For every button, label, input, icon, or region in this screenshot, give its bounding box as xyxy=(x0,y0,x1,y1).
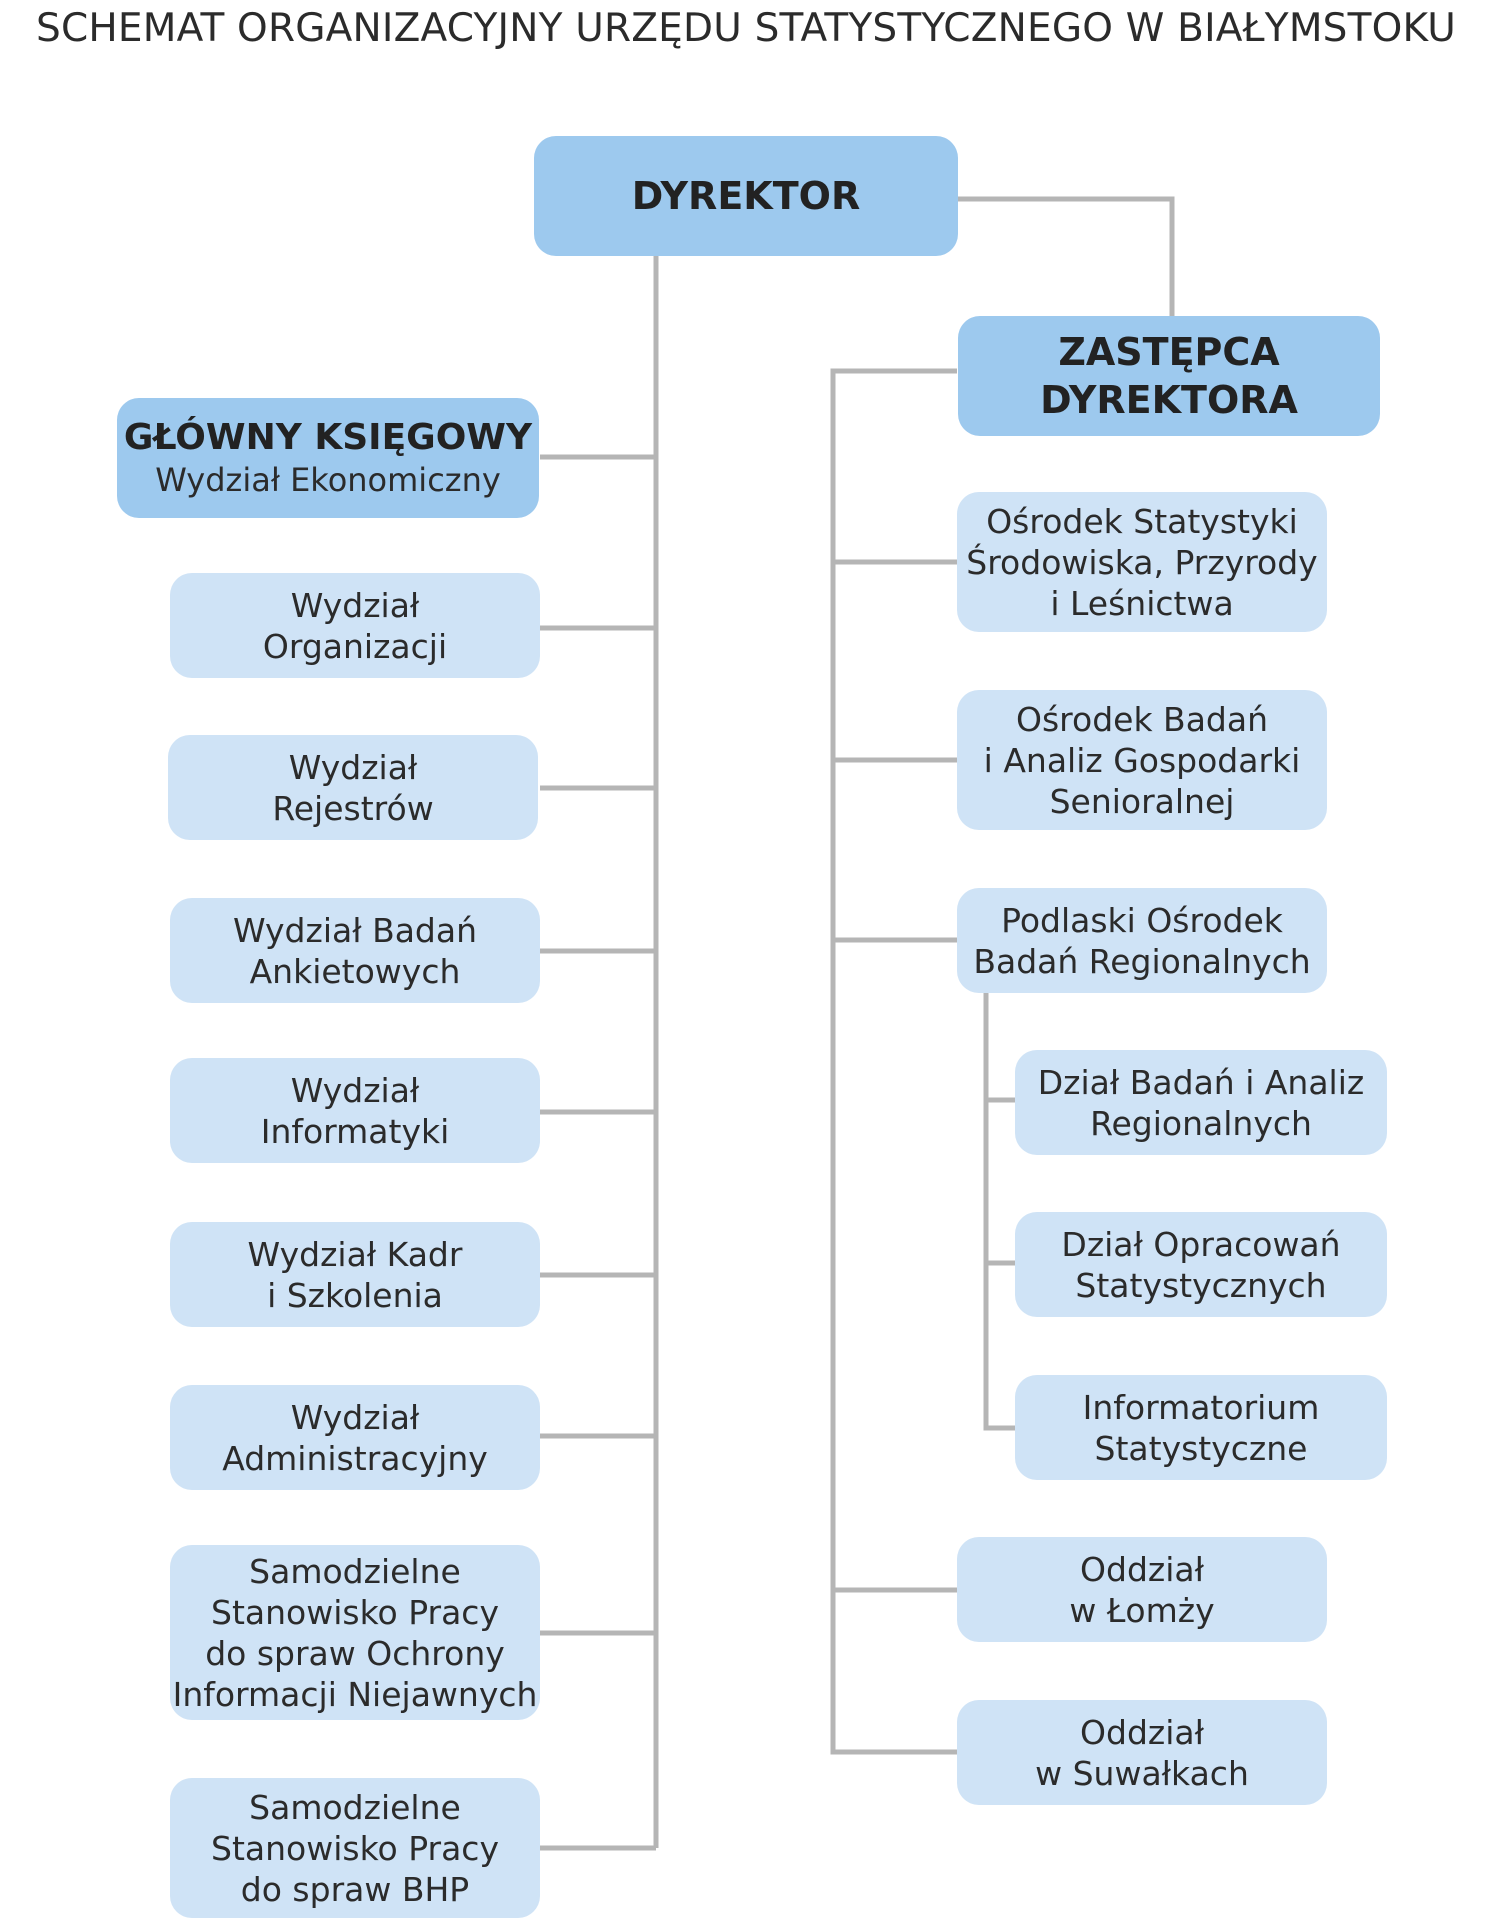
page-title: SCHEMAT ORGANIZACYJNY URZĘDU STATYSTYCZN… xyxy=(35,6,1457,51)
unit-wydzial-informatyki[interactable]: Wydział Informatyki xyxy=(170,1058,540,1163)
unit-line: Ośrodek Statystyki xyxy=(986,501,1298,541)
unit-line: Ankietowych xyxy=(249,951,461,991)
unit-line: Stanowisko Pracy xyxy=(211,1828,499,1868)
unit-wydzial-administracyjny[interactable]: Wydział Administracyjny xyxy=(170,1385,540,1490)
unit-line: Senioralnej xyxy=(1049,781,1235,821)
unit-osrodek-statystyki-srodowiska[interactable]: Ośrodek Statystyki Środowiska, Przyrody … xyxy=(957,492,1327,632)
unit-line: Rejestrów xyxy=(272,788,434,828)
unit-line: i Leśnictwa xyxy=(1050,583,1234,623)
deputy-director-box[interactable]: ZASTĘPCA DYREKTORA xyxy=(958,316,1380,436)
unit-line: Samodzielne xyxy=(249,1551,461,1591)
unit-line: Ośrodek Badań xyxy=(1016,699,1268,739)
unit-line: Oddział xyxy=(1080,1549,1204,1589)
unit-wydzial-rejestrow[interactable]: Wydział Rejestrów xyxy=(168,735,538,840)
unit-line: Stanowisko Pracy xyxy=(211,1592,499,1632)
unit-osrodek-gospodarki-senioralnej[interactable]: Ośrodek Badań i Analiz Gospodarki Senior… xyxy=(957,690,1327,830)
unit-line: i Analiz Gospodarki xyxy=(983,740,1301,780)
chief-accountant-label: GŁÓWNY KSIĘGOWY xyxy=(123,417,533,458)
subunit-dzial-badan-i-analiz[interactable]: Dział Badań i Analiz Regionalnych xyxy=(1015,1050,1387,1155)
unit-line: Podlaski Ośrodek xyxy=(1001,900,1283,940)
unit-line: Informacji Niejawnych xyxy=(172,1674,538,1714)
chief-accountant-subtitle: Wydział Ekonomiczny xyxy=(155,461,501,499)
unit-line: Wydział xyxy=(290,1070,420,1110)
unit-line: do spraw Ochrony xyxy=(205,1633,505,1673)
unit-line: Regionalnych xyxy=(1090,1103,1312,1143)
unit-line: Wydział Kadr xyxy=(247,1234,463,1274)
unit-line: w Suwałkach xyxy=(1035,1753,1249,1793)
unit-line: Informatyki xyxy=(260,1111,450,1151)
unit-line: Statystycznych xyxy=(1075,1265,1327,1305)
unit-wydzial-organizacji[interactable]: Wydział Organizacji xyxy=(170,573,540,678)
unit-line: Badań Regionalnych xyxy=(973,941,1311,981)
unit-line: do spraw BHP xyxy=(240,1869,470,1909)
unit-oddzial-suwalki[interactable]: Oddział w Suwałkach xyxy=(957,1700,1327,1805)
unit-oddzial-lomza[interactable]: Oddział w Łomży xyxy=(957,1537,1327,1642)
unit-line: Dział Badań i Analiz xyxy=(1037,1062,1365,1102)
subunit-informatorium[interactable]: Informatorium Statystyczne xyxy=(1015,1375,1387,1480)
unit-line: Informatorium xyxy=(1082,1387,1320,1427)
connector-director-to-deputy xyxy=(958,196,1175,316)
unit-line: Samodzielne xyxy=(249,1787,461,1827)
unit-line: Wydział xyxy=(288,747,418,787)
unit-stanowisko-informacji-niejawnych[interactable]: Samodzielne Stanowisko Pracy do spraw Oc… xyxy=(170,1545,540,1720)
unit-line: Wydział xyxy=(290,1397,420,1437)
unit-wydzial-badan-ankietowych[interactable]: Wydział Badań Ankietowych xyxy=(170,898,540,1003)
unit-podlaski-osrodek-badan[interactable]: Podlaski Ośrodek Badań Regionalnych xyxy=(957,888,1327,993)
unit-line: Organizacji xyxy=(262,626,448,666)
director-label: DYREKTOR xyxy=(631,174,861,218)
chief-accountant-box[interactable]: GŁÓWNY KSIĘGOWY Wydział Ekonomiczny xyxy=(117,398,539,518)
unit-line: w Łomży xyxy=(1069,1590,1215,1630)
unit-line: Administracyjny xyxy=(222,1438,488,1478)
unit-line: Oddział xyxy=(1080,1712,1204,1752)
unit-line: i Szkolenia xyxy=(267,1275,443,1315)
unit-wydzial-kadr-i-szkolenia[interactable]: Wydział Kadr i Szkolenia xyxy=(170,1222,540,1327)
unit-line: Dział Opracowań xyxy=(1061,1224,1341,1264)
unit-line: Statystyczne xyxy=(1094,1428,1308,1468)
deputy-label-line-2: DYREKTORA xyxy=(1040,378,1298,422)
director-box[interactable]: DYREKTOR xyxy=(534,136,958,256)
unit-line: Środowiska, Przyrody xyxy=(966,542,1318,582)
subunit-dzial-opracowan[interactable]: Dział Opracowań Statystycznych xyxy=(1015,1212,1387,1317)
unit-line: Wydział Badań xyxy=(232,910,478,950)
connector-regional-trunk xyxy=(983,993,1015,1431)
unit-line: Wydział xyxy=(290,585,420,625)
connector-right-trunk xyxy=(830,368,957,1755)
unit-stanowisko-bhp[interactable]: Samodzielne Stanowisko Pracy do spraw BH… xyxy=(170,1778,540,1918)
deputy-label-line-1: ZASTĘPCA xyxy=(1058,330,1280,374)
